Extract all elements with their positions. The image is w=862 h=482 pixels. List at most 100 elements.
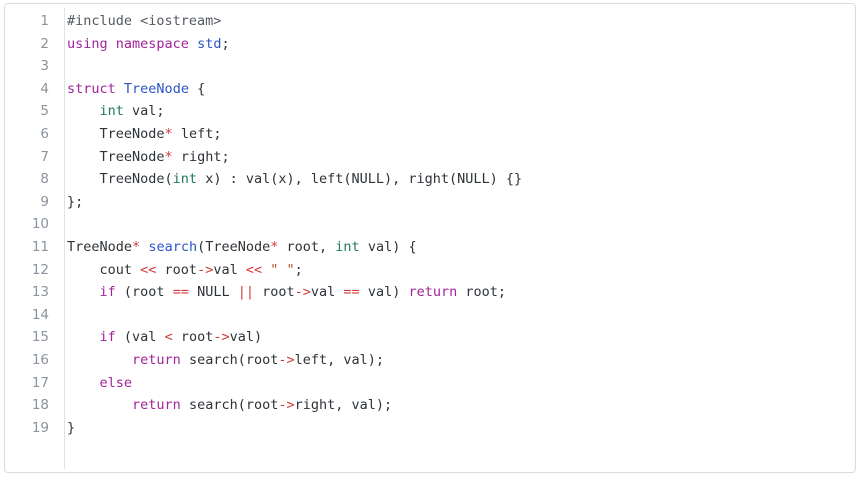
code-text[interactable]: #include <iostream>: [67, 10, 221, 33]
line-number: 13: [31, 284, 49, 301]
code-text[interactable]: }: [67, 417, 75, 440]
code-token: #include <iostream>: [67, 13, 222, 29]
code-token: ;: [294, 261, 303, 278]
code-token: <<: [245, 261, 263, 278]
code-token: return: [132, 397, 181, 414]
code-token: *: [270, 238, 279, 255]
code-text[interactable]: else: [67, 372, 133, 395]
line-number: 10: [31, 216, 49, 233]
line-number: 6: [40, 125, 49, 142]
code-token: using: [67, 35, 108, 52]
line-number: 1: [40, 13, 49, 29]
code-token: int: [335, 238, 360, 255]
code-line: 4 struct TreeNode {: [5, 78, 855, 101]
code-line: 11 TreeNode* search(TreeNode* root, int v…: [5, 236, 855, 259]
code-token: root: [172, 329, 214, 346]
code-token: root: [156, 261, 198, 278]
code-token: if: [99, 284, 116, 301]
code-token: (TreeNode: [197, 238, 271, 255]
line-number: 14: [31, 306, 49, 323]
code-token: int: [99, 103, 124, 120]
code-text[interactable]: if (root == NULL || root->val == val) re…: [67, 281, 507, 304]
code-token: int: [172, 171, 198, 188]
code-token: }: [67, 419, 76, 436]
code-text[interactable]: };: [67, 191, 83, 214]
code-token: [67, 329, 100, 345]
line-number: 8: [40, 171, 49, 188]
code-token: *: [164, 148, 173, 165]
code-lines: 1 #include <iostream> 2 using namespace std…: [5, 10, 855, 439]
code-line: 7 TreeNode* right;: [5, 146, 855, 169]
code-token: root;: [457, 284, 507, 301]
code-token: [67, 103, 100, 119]
code-text[interactable]: cout << root->val << " ";: [67, 259, 303, 282]
code-token: ->: [213, 329, 230, 346]
code-text[interactable]: return search(root->right, val);: [67, 394, 392, 417]
code-token: ==: [343, 284, 360, 301]
code-line: 19}: [5, 417, 855, 440]
code-token: <: [164, 329, 173, 346]
code-line: 10: [5, 213, 855, 236]
code-token: ->: [197, 261, 214, 278]
code-token: val: [213, 261, 246, 278]
code-text[interactable]: TreeNode* search(TreeNode* root, int val…: [67, 236, 417, 259]
code-token: [67, 352, 132, 368]
code-token: x) : val(x), left(NULL), right(NULL) {}: [197, 171, 523, 188]
line-number: 19: [31, 419, 49, 436]
code-token: *: [132, 238, 141, 255]
code-token: <<: [140, 261, 157, 278]
line-number: 17: [31, 374, 49, 391]
code-editor[interactable]: 1 #include <iostream> 2 using namespace std…: [4, 3, 856, 473]
code-token: val): [359, 284, 409, 301]
code-token: (val: [115, 329, 165, 346]
code-token: [67, 375, 100, 391]
code-text[interactable]: using namespace std;: [67, 33, 230, 56]
line-number: 4: [40, 80, 49, 97]
code-text[interactable]: TreeNode* right;: [67, 146, 230, 169]
code-token: ;: [221, 35, 230, 52]
code-text[interactable]: int val;: [67, 100, 165, 123]
code-line: 15 if (val < root->val): [5, 326, 855, 349]
code-token: TreeNode: [67, 148, 165, 165]
code-token: search(root: [180, 397, 279, 414]
line-number: 15: [31, 329, 49, 346]
code-token: val: [310, 284, 344, 301]
code-token: if: [99, 329, 116, 346]
code-text[interactable]: return search(root->left, val);: [67, 349, 384, 372]
code-token: return: [132, 351, 181, 368]
code-token: TreeNode: [67, 238, 133, 255]
code-token: TreeNode: [123, 80, 189, 97]
code-token: [108, 36, 116, 52]
code-line: 17 else: [5, 372, 855, 395]
code-text[interactable]: TreeNode* left;: [67, 123, 222, 146]
code-token: namespace: [115, 35, 189, 52]
line-number: 2: [40, 35, 49, 52]
line-number: 11: [31, 238, 49, 255]
code-token: };: [67, 193, 84, 210]
code-line: 13 if (root == NULL || root->val == val)…: [5, 281, 855, 304]
code-token: (root: [115, 284, 173, 301]
code-token: return: [408, 284, 458, 301]
gutter-divider: [64, 8, 65, 469]
code-token: " ": [270, 261, 295, 278]
line-number: 16: [31, 351, 49, 368]
code-token: cout: [67, 261, 141, 278]
code-token: root,: [278, 238, 336, 255]
line-number: 18: [31, 397, 49, 414]
code-token: [116, 81, 124, 97]
code-text[interactable]: TreeNode(int x) : val(x), left(NULL), ri…: [67, 168, 523, 191]
code-line: 2 using namespace std;: [5, 33, 855, 56]
code-token: else: [99, 374, 133, 391]
code-token: {: [188, 80, 206, 97]
code-line: 8 TreeNode(int x) : val(x), left(NULL), …: [5, 168, 855, 191]
code-text[interactable]: struct TreeNode {: [67, 78, 205, 101]
line-number: 12: [31, 261, 49, 278]
code-token: [67, 397, 132, 413]
code-token: ==: [172, 284, 189, 301]
code-token: ||: [237, 284, 254, 301]
code-line: 3: [5, 55, 855, 78]
code-token: val;: [123, 103, 165, 120]
code-text[interactable]: if (val < root->val): [67, 326, 263, 349]
code-line: 5 int val;: [5, 100, 855, 123]
code-token: ->: [278, 397, 295, 414]
